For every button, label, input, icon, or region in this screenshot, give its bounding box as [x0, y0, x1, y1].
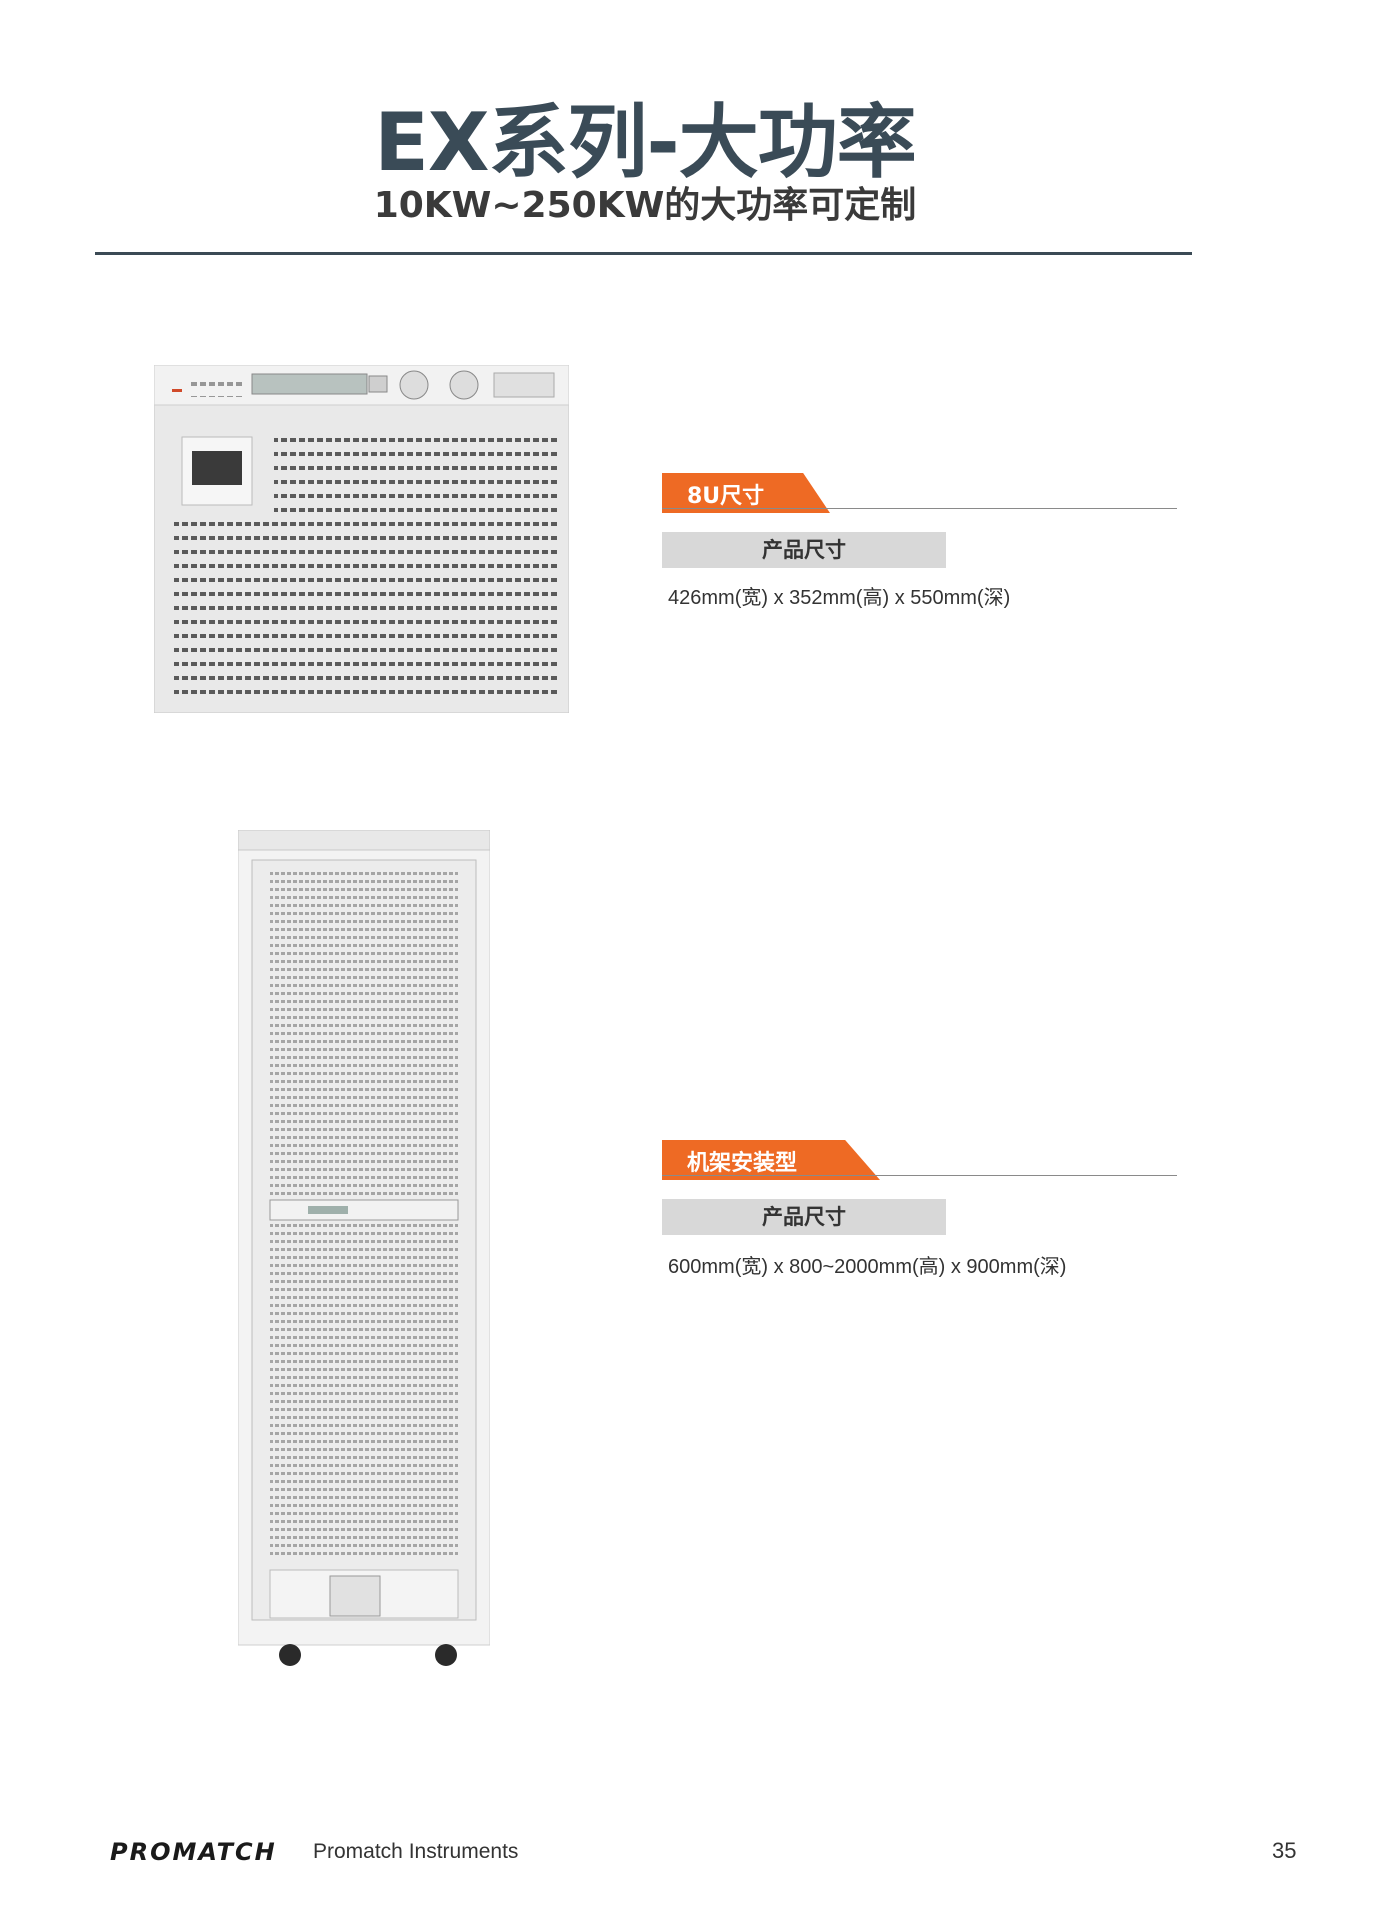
dimensions-text: 426mm(宽) x 352mm(高) x 550mm(深)	[668, 587, 1011, 609]
section-tag-label: 机架安装型	[687, 1151, 798, 1176]
section-divider	[662, 1175, 1177, 1176]
brand-logo: PROMATCH	[110, 1838, 277, 1866]
section-tag-8u: 8U尺寸	[662, 473, 830, 513]
section-tag-rack: 机架安装型	[662, 1140, 880, 1180]
section-tag-label: 8U尺寸	[687, 484, 765, 509]
page-subtitle: 10KW~250KW的大功率可定制	[373, 185, 917, 226]
page-title: EX系列-大功率	[374, 96, 917, 189]
spec-label: 产品尺寸	[662, 1199, 946, 1235]
header-divider	[95, 252, 1192, 255]
8u-unit-image	[154, 365, 569, 713]
section-divider	[662, 508, 1177, 509]
page-number: 35	[1272, 1838, 1297, 1863]
dimensions-text: 600mm(宽) x 800~2000mm(高) x 900mm(深)	[668, 1256, 1067, 1278]
spec-label: 产品尺寸	[662, 532, 946, 568]
company-name: Promatch Instruments	[313, 1840, 519, 1863]
rack-cabinet-image	[238, 830, 490, 1666]
